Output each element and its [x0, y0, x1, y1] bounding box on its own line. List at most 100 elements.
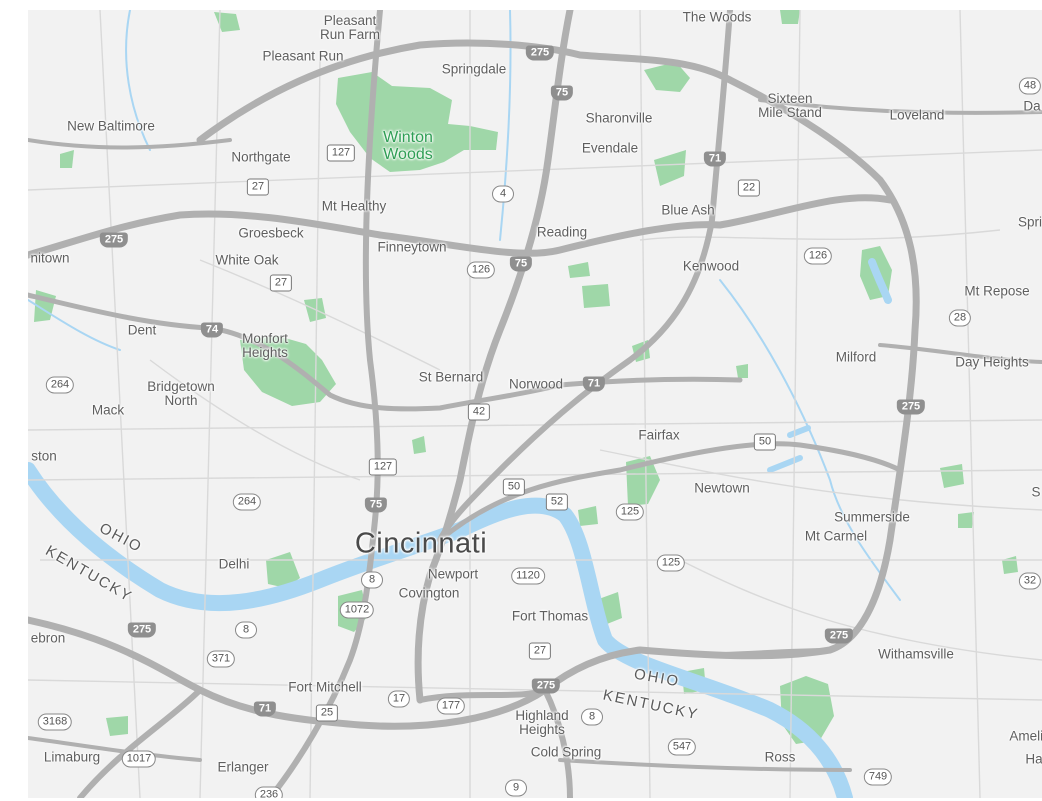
park-areas: [34, 10, 1018, 744]
route-shield-icon: 275: [531, 678, 561, 694]
place-label: Sixteen Mile Stand: [758, 90, 822, 120]
place-label: Winton Woods: [383, 129, 433, 163]
place-label: Amelia: [1009, 728, 1042, 744]
route-shield-icon: 27: [246, 178, 270, 196]
route-shield-icon: 71: [582, 376, 606, 392]
route-shield-icon: 1120: [511, 567, 545, 585]
place-label: Ross: [764, 749, 796, 765]
route-shield-icon: 236: [254, 786, 284, 798]
place-label: Pleasant Run: [262, 48, 344, 64]
route-shield-icon: 74: [200, 322, 224, 338]
place-label: Highland Heights: [515, 707, 569, 737]
route-shield-icon: 4: [492, 185, 514, 203]
place-label: nitown: [30, 250, 70, 266]
route-shield-icon: 177: [436, 697, 466, 715]
place-label: Covington: [398, 585, 460, 601]
route-shield-icon: 22: [737, 179, 761, 197]
route-shield-icon: 275: [99, 232, 129, 248]
place-label: Ha: [1025, 751, 1042, 767]
place-label: Kenwood: [682, 258, 740, 274]
place-label: Mt Carmel: [804, 528, 868, 544]
route-shield-icon: 275: [525, 45, 555, 61]
place-label: Norwood: [508, 376, 564, 392]
route-shield-icon: 264: [45, 376, 75, 394]
route-shield-icon: 32: [1018, 572, 1042, 590]
place-label: Mt Repose: [964, 283, 1030, 299]
place-label: Bridgetown North: [147, 378, 215, 408]
route-shield-icon: 25: [315, 704, 339, 722]
rivers: [28, 10, 901, 798]
place-label: Fairfax: [638, 427, 680, 443]
place-label: Northgate: [231, 149, 291, 165]
place-label: Milford: [835, 349, 877, 365]
place-label: Finneytown: [377, 239, 447, 255]
place-label: Evendale: [581, 140, 639, 156]
place-label: Loveland: [889, 107, 945, 123]
place-label: Summerside: [834, 509, 910, 525]
route-shield-icon: 75: [550, 85, 574, 101]
route-shield-icon: 48: [1018, 77, 1042, 95]
route-shield-icon: 71: [253, 701, 277, 717]
place-label: Monfort Heights: [242, 330, 288, 360]
route-shield-icon: 50: [753, 433, 777, 451]
route-shield-icon: 1017: [121, 750, 157, 768]
route-shield-icon: 125: [615, 503, 645, 521]
place-label: Groesbeck: [238, 225, 304, 241]
place-label: Cincinnati: [354, 527, 488, 560]
place-label: Day Heights: [955, 354, 1029, 370]
route-shield-icon: 749: [863, 768, 893, 786]
route-shield-icon: 27: [269, 274, 293, 292]
place-label: Limaburg: [43, 749, 101, 765]
route-shield-icon: 8: [581, 708, 603, 726]
place-label: Springdale: [441, 61, 507, 77]
route-shield-icon: 8: [361, 571, 383, 589]
route-shield-icon: 9: [505, 779, 527, 797]
place-label: White Oak: [215, 252, 279, 268]
route-shield-icon: 42: [467, 403, 491, 421]
place-label: Newtown: [694, 480, 750, 496]
route-shield-icon: 50: [502, 478, 526, 496]
route-shield-icon: 27: [528, 642, 552, 660]
place-label: ebron: [30, 630, 66, 646]
route-shield-icon: 547: [667, 738, 697, 756]
place-label: Sharonville: [585, 110, 653, 126]
place-label: Delhi: [218, 556, 250, 572]
route-shield-icon: 275: [127, 622, 157, 638]
place-label: ston: [31, 448, 57, 464]
route-shield-icon: 3168: [37, 713, 73, 731]
place-label: Spri: [1017, 214, 1042, 230]
place-label: The Woods: [682, 10, 752, 25]
route-shield-icon: 17: [387, 690, 411, 708]
route-shield-icon: 371: [206, 650, 236, 668]
route-shield-icon: 71: [703, 151, 727, 167]
route-shield-icon: 126: [803, 247, 833, 265]
place-label: St Bernard: [418, 369, 484, 385]
place-label: Fort Thomas: [511, 608, 589, 624]
route-shield-icon: 126: [466, 261, 496, 279]
place-label: Mack: [91, 402, 125, 418]
place-label: Dent: [127, 322, 157, 338]
route-shield-icon: 264: [232, 493, 262, 511]
route-shield-icon: 8: [235, 621, 257, 639]
place-label: Blue Ash: [661, 202, 715, 218]
route-shield-icon: 275: [896, 399, 926, 415]
route-shield-icon: 1072: [339, 601, 375, 619]
place-label: Newport: [427, 566, 479, 582]
route-shield-icon: 127: [326, 144, 356, 162]
place-label: Cold Spring: [530, 744, 602, 760]
route-shield-icon: 28: [948, 309, 972, 327]
route-shield-icon: 75: [364, 497, 388, 513]
route-shield-icon: 127: [368, 458, 398, 476]
place-label: Fort Mitchell: [288, 679, 362, 695]
place-label: New Baltimore: [67, 118, 155, 134]
place-label: Mt Healthy: [321, 198, 387, 214]
place-label: Withamsville: [878, 646, 954, 662]
place-label: Da: [1023, 98, 1041, 114]
place-label: Pleasant Run Farm: [319, 12, 381, 42]
route-shield-icon: 52: [545, 493, 569, 511]
place-label: Reading: [536, 224, 588, 240]
map-canvas[interactable]: [28, 10, 1042, 798]
route-shield-icon: 125: [656, 554, 686, 572]
place-label: S: [1031, 484, 1041, 500]
